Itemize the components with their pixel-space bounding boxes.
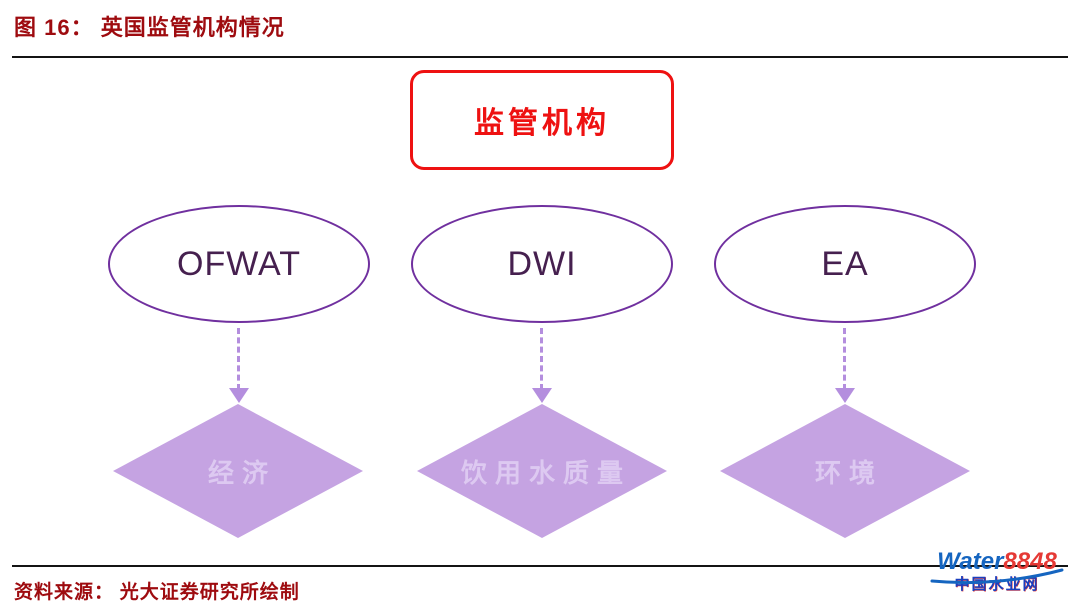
arrow-head: [835, 388, 855, 403]
arrow-shaft: [540, 328, 543, 390]
arrow-head: [532, 388, 552, 403]
root-node-label: 监管机构: [474, 107, 610, 140]
arrow-down-icon: [532, 328, 552, 408]
domain-label-economy: 经济: [207, 457, 276, 488]
arrow-down-icon: [835, 328, 855, 408]
agency-node-ea: EA: [714, 205, 976, 323]
watermark-brand: Water8848: [922, 549, 1072, 575]
arrow-shaft: [843, 328, 846, 390]
agency-node-ofwat: OFWAT: [108, 205, 370, 323]
agency-label-dwi: DWI: [507, 244, 577, 283]
watermark-brand-water: Water: [937, 548, 1004, 575]
domain-label-drinking-water-quality: 饮用水质量: [460, 457, 631, 488]
domain-node-economy: 经济: [113, 404, 363, 538]
watermark-brand-number: 8848: [1003, 548, 1057, 575]
arrow-down-icon: [229, 328, 249, 408]
agency-label-ofwat: OFWAT: [177, 244, 301, 283]
agency-node-dwi: DWI: [411, 205, 673, 323]
domain-node-drinking-water-quality: 饮用水质量: [417, 404, 667, 538]
root-node-regulators: 监管机构: [410, 70, 674, 170]
figure-title: 图 16： 英国监管机构情况: [14, 15, 285, 40]
watermark-logo: Water8848 中国水业网: [922, 549, 1072, 601]
arrow-head: [229, 388, 249, 403]
domain-label-environment: 环境: [814, 457, 883, 488]
agency-label-ea: EA: [821, 244, 869, 283]
title-divider: [12, 56, 1068, 58]
arrow-shaft: [237, 328, 240, 390]
watermark-site-name: 中国水业网: [954, 576, 1040, 593]
source-note: 资料来源： 光大证券研究所绘制: [14, 582, 300, 603]
domain-node-environment: 环境: [720, 404, 970, 538]
footer-divider: [12, 565, 1068, 567]
